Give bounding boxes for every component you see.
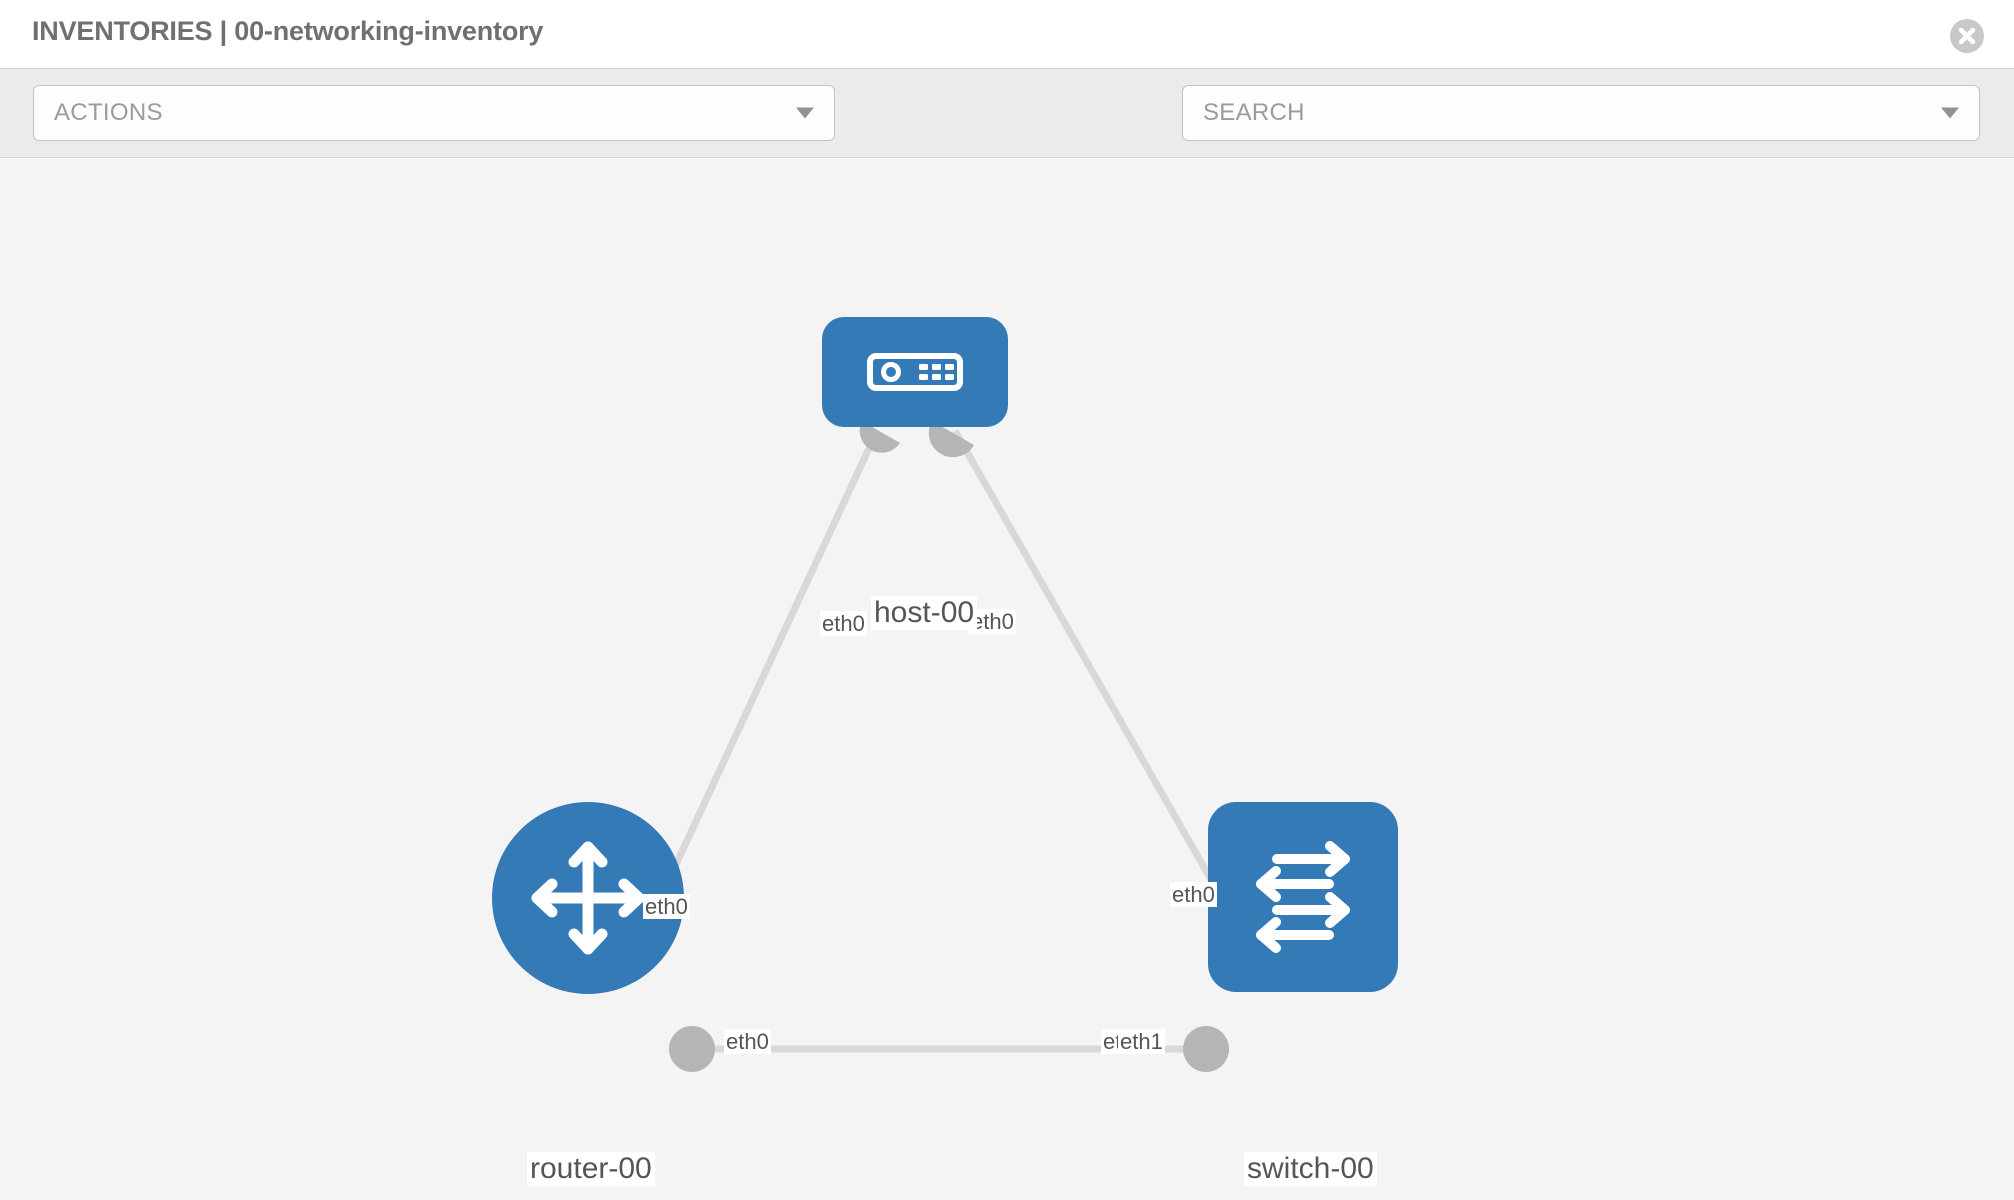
page-title: INVENTORIES | 00-networking-inventory: [32, 16, 544, 46]
node-router-00[interactable]: [492, 802, 684, 994]
chevron-down-icon: [796, 107, 814, 119]
node-switch-shape: [1208, 802, 1398, 992]
toolbar: ACTIONS SEARCH: [0, 68, 2014, 199]
close-icon[interactable]: [1950, 19, 1984, 53]
chevron-down-icon: [1941, 107, 1959, 119]
switch-arrows-icon: [1208, 802, 1398, 992]
router-arrows-icon: [492, 802, 684, 994]
interface-label: eth1: [1118, 1029, 1165, 1055]
interface-label: eth0: [724, 1029, 771, 1055]
actions-dropdown-label: ACTIONS: [54, 99, 163, 126]
network-topology: eth0 eth0 eth0 eth0 eth0 eth eth1 host-0…: [0, 159, 2014, 1200]
interface-label: eth0: [820, 611, 867, 637]
interface-label: eth0: [643, 894, 690, 920]
node-host-00[interactable]: [822, 317, 1008, 427]
server-icon: [822, 317, 1008, 427]
interface-label: eth0: [1170, 882, 1217, 908]
node-label-switch-00: switch-00: [1244, 1152, 1377, 1186]
node-label-host-00: host-00: [871, 596, 978, 630]
actions-dropdown[interactable]: ACTIONS: [33, 85, 835, 141]
topology-links: [656, 421, 1261, 1072]
interface-connectors: [669, 421, 1261, 1072]
topology-canvas[interactable]: eth0 eth0 eth0 eth0 eth0 eth eth1 host-0…: [0, 159, 2014, 1200]
node-switch-00[interactable]: [1208, 802, 1398, 992]
node-host-shape: [822, 317, 1008, 427]
page-header: INVENTORIES | 00-networking-inventory: [0, 0, 2014, 68]
node-label-router-00: router-00: [527, 1152, 655, 1186]
search-input[interactable]: SEARCH: [1203, 99, 1305, 126]
search-dropdown[interactable]: SEARCH: [1182, 85, 1980, 141]
